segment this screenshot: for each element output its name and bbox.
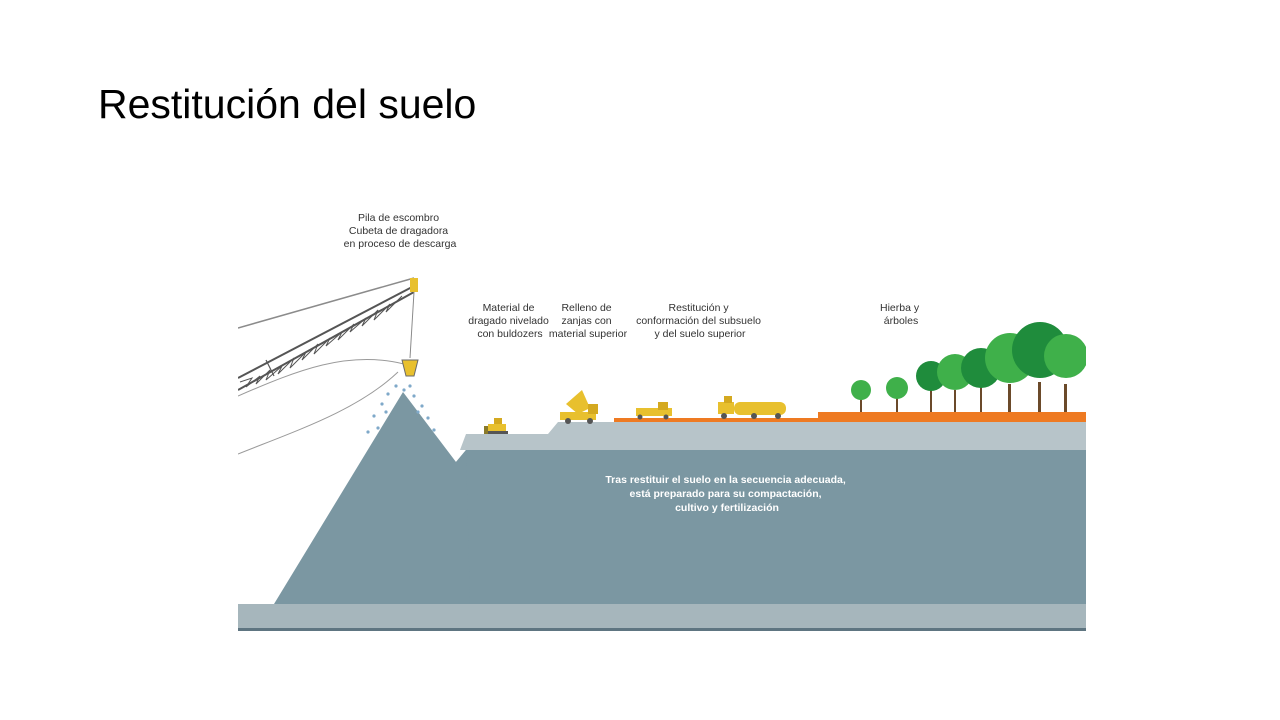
label-vegetation-line-1: Hierba y (880, 302, 920, 314)
label-leveled: Material de dragado nivelado con buldoze… (468, 302, 552, 340)
label-leveled-line-2: dragado nivelado (468, 315, 549, 327)
label-restitution-line-2: conformación del subsuelo (636, 315, 761, 327)
boom-tip (410, 278, 418, 292)
label-ground-note-line-2: está preparado para su compactación, (630, 488, 822, 500)
label-restitution-line-1: Restitución y (668, 302, 729, 314)
label-dragline: Pila de escombro Cubeta de dragadora en … (344, 212, 457, 250)
label-trench-fill-line-3: material superior (549, 328, 628, 340)
spoil-pile (274, 392, 470, 604)
label-dragline-line-1: Pila de escombro (358, 212, 439, 224)
label-ground-note-line-3: cultivo y fertilización (675, 502, 779, 514)
topsoil-strip-vegetated (818, 412, 1086, 422)
label-ground-note-line-1: Tras restituir el suelo en la secuencia … (605, 474, 846, 486)
label-vegetation: Hierba y árboles (880, 302, 922, 327)
grader (636, 402, 672, 420)
label-trench-fill-line-1: Relleno de (561, 302, 611, 314)
label-vegetation-line-2: árboles (884, 315, 918, 327)
bulldozer (484, 418, 508, 434)
dragline-bucket (401, 359, 419, 377)
label-trench-fill-line-2: zanjas con (561, 315, 611, 327)
base-line (238, 628, 1086, 631)
slide-title: Restitución del suelo (98, 81, 477, 127)
label-restitution-line-3: y del suelo superior (654, 328, 746, 340)
label-dragline-line-2: Cubeta de dragadora (349, 225, 448, 237)
label-trench-fill: Relleno de zanjas con material superior (549, 302, 628, 340)
topsoil-strip (614, 418, 818, 422)
soil-restitution-diagram: Pila de escombro Cubeta de dragadora en … (238, 200, 1086, 632)
label-restitution: Restitución y conformación del subsuelo … (636, 302, 764, 340)
label-ground-note: Tras restituir el suelo en la secuencia … (605, 474, 848, 514)
base-layer (238, 604, 1086, 628)
label-leveled-line-3: con buldozers (477, 328, 542, 340)
leveled-layer (460, 422, 1086, 450)
dump-truck (560, 390, 598, 424)
subsoil-layer (438, 450, 1086, 604)
scraper (718, 396, 786, 419)
label-leveled-line-1: Material de (483, 302, 535, 314)
trees (851, 322, 1086, 412)
dragline-crane (238, 277, 419, 455)
falling-material (366, 384, 436, 434)
label-dragline-line-3: en proceso de descarga (344, 238, 457, 250)
